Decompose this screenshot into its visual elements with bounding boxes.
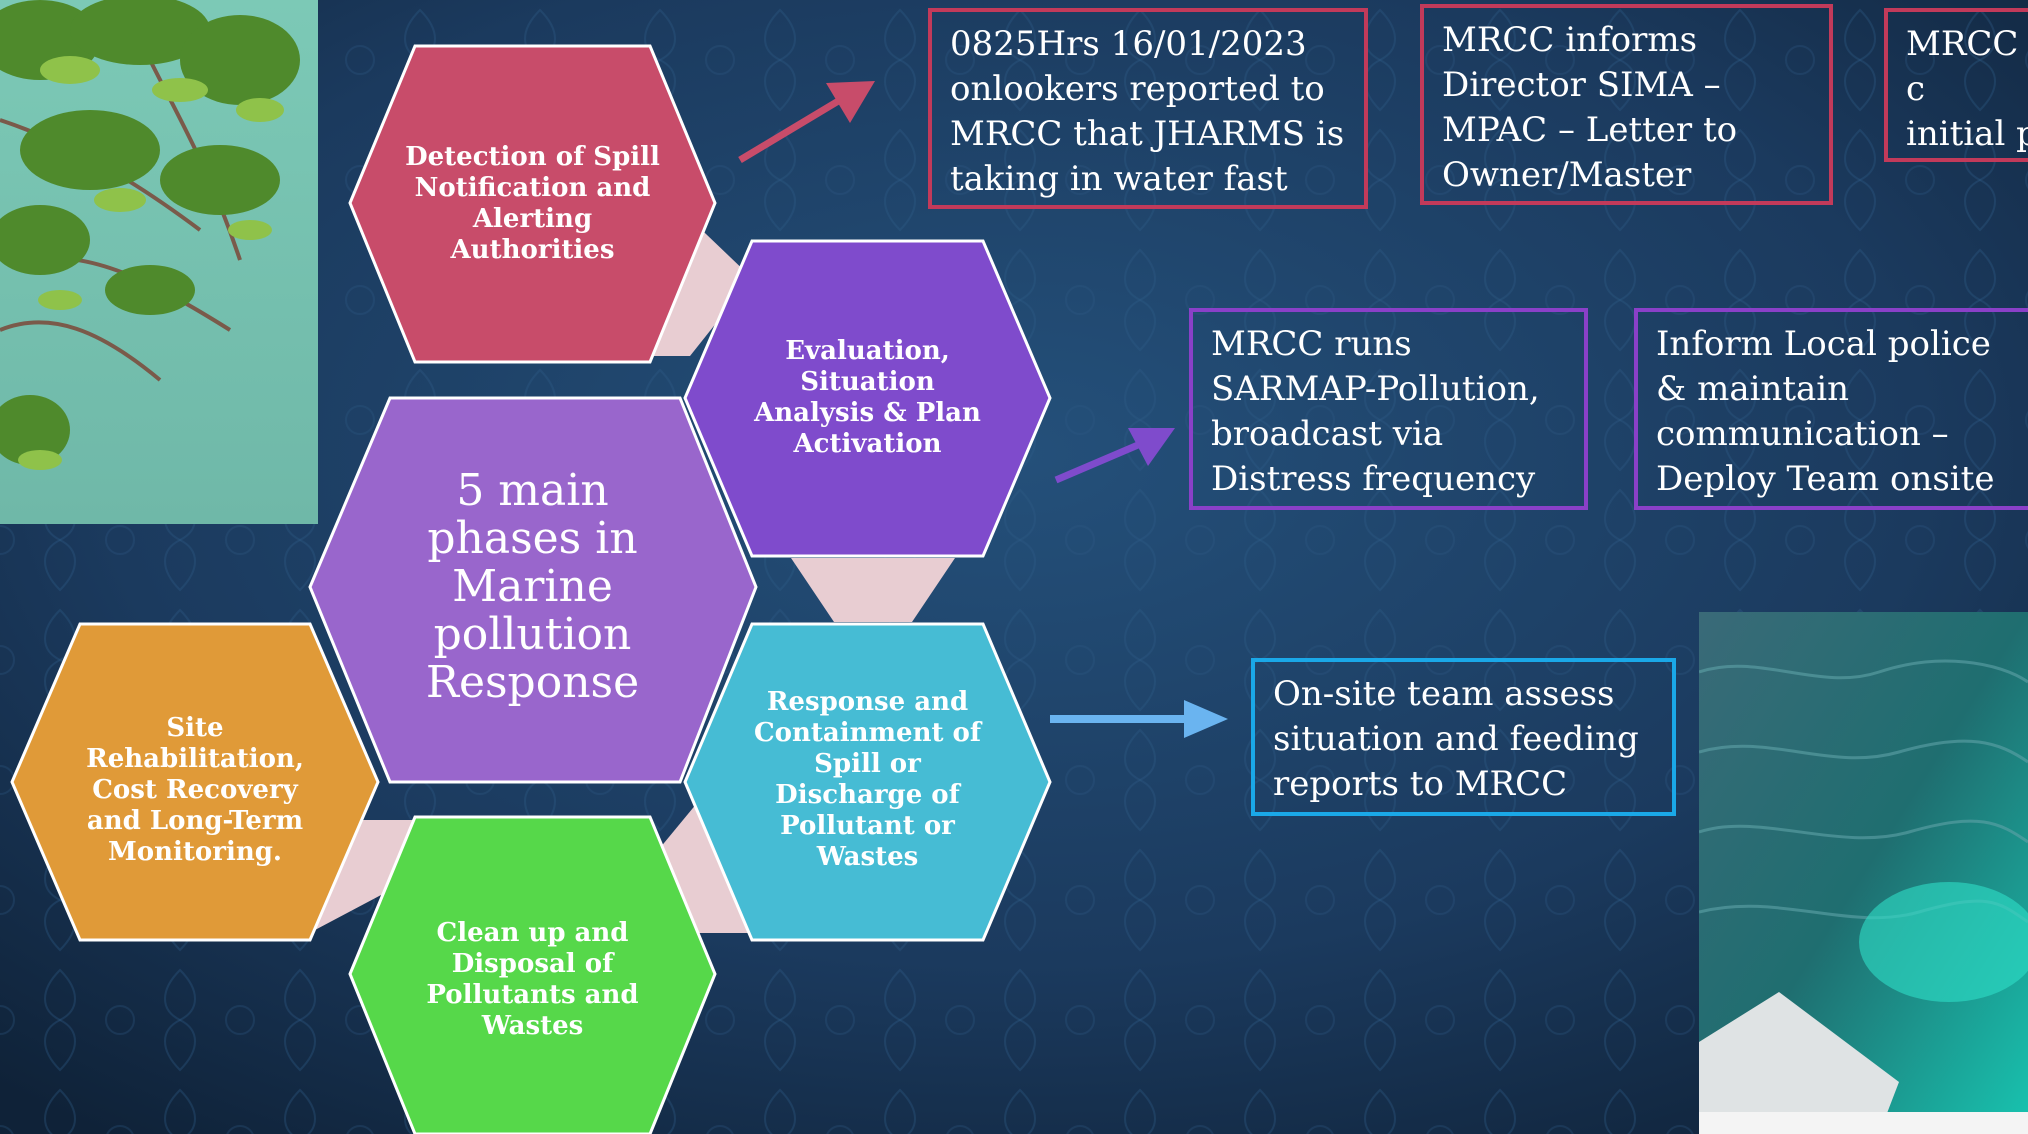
phase-hex-evaluation <box>683 239 1052 558</box>
mangrove-photo <box>0 0 318 524</box>
phase-hex-cleanup <box>348 815 717 1134</box>
center-hex <box>308 396 758 784</box>
sea-water-photo <box>1699 612 2028 1134</box>
step-box-inform-police: Inform Local police & maintain communica… <box>1634 308 2028 510</box>
phase-hex-rehabilitation <box>10 622 380 942</box>
phase-label-rehabilitation: Site Rehabilitation, Cost Recovery and L… <box>86 712 304 867</box>
phase-hex-response <box>683 622 1052 942</box>
arrow-detection <box>738 81 875 164</box>
center-title: 5 main phases in Marine pollution Respon… <box>425 465 640 708</box>
phase-label-detection: Detection of Spill Notification and Aler… <box>405 142 660 265</box>
phase-label-evaluation: Evaluation, Situation Analysis & Plan Ac… <box>754 336 981 459</box>
step-box-inform-director: MRCC informs Director SIMA – MPAC – Lett… <box>1420 4 1833 205</box>
step-box-initial-report: MRCC c initial p report – <box>1884 8 2028 162</box>
step-box-onsite-team: On-site team assess situation and feedin… <box>1251 658 1676 816</box>
arrow-response <box>1050 700 1228 738</box>
connector <box>791 558 955 622</box>
arrow-evaluation <box>1054 428 1175 484</box>
step-box-sarmap: MRCC runs SARMAP-Pollution, broadcast vi… <box>1189 308 1588 510</box>
phase-label-cleanup: Clean up and Disposal of Pollutants and … <box>426 918 639 1041</box>
phase-label-response: Response and Containment of Spill or Dis… <box>753 687 982 872</box>
phase-hex-detection <box>348 44 717 364</box>
step-box-report-received: 0825Hrs 16/01/2023 onlookers reported to… <box>928 8 1368 209</box>
